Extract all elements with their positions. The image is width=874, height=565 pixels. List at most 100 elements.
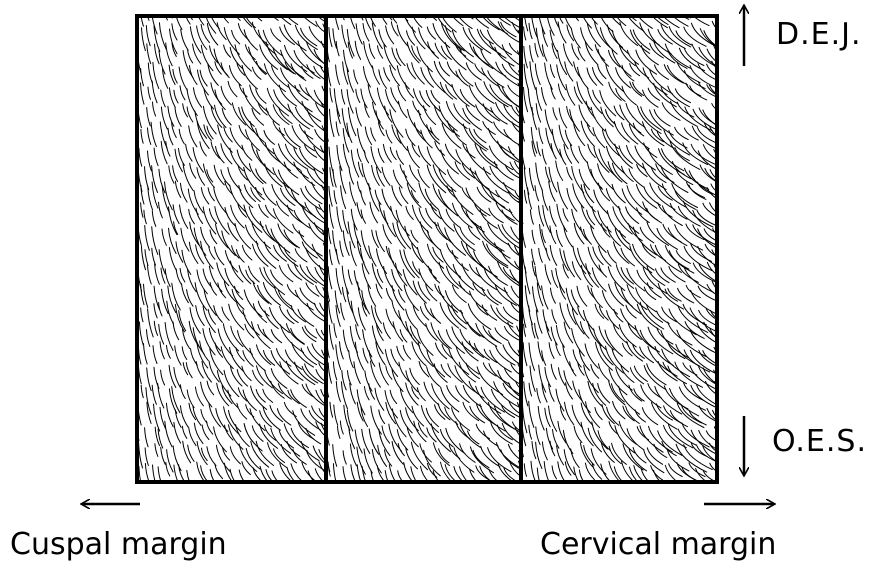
prism-stroke — [606, 65, 624, 92]
prism-stroke — [661, 25, 685, 49]
prism-stroke — [626, 103, 645, 127]
prism-stroke — [591, 449, 606, 475]
prism-stroke — [256, 441, 273, 465]
prism-stroke — [601, 107, 614, 127]
prism-stroke — [523, 405, 527, 433]
prism-stroke — [620, 231, 630, 245]
prism-stroke — [572, 7, 578, 21]
prism-stroke — [392, 286, 404, 311]
prism-stroke — [364, 449, 372, 473]
prism-stroke — [147, 108, 151, 126]
prism-stroke — [468, 227, 479, 240]
prism-stroke — [542, 442, 547, 460]
prism-stroke — [682, 423, 709, 447]
prism-stroke — [148, 187, 153, 210]
prism-stroke — [232, 30, 240, 44]
prism-stroke — [180, 268, 185, 282]
prism-stroke — [194, 423, 203, 444]
prism-stroke — [347, 90, 353, 114]
prism-stroke — [452, 305, 467, 324]
prism-stroke — [581, 422, 593, 446]
prism-stroke — [671, 101, 698, 126]
prism-stroke — [343, 467, 347, 482]
prism-stroke — [529, 168, 534, 190]
prism-stroke — [193, 148, 203, 173]
prism-stroke — [198, 70, 209, 95]
prism-stroke — [556, 161, 563, 181]
prism-stroke — [249, 47, 267, 74]
prism-stroke — [591, 365, 599, 379]
cervical-margin-label: Cervical margin — [540, 530, 776, 560]
prism-stroke — [550, 65, 554, 78]
prism-stroke — [552, 466, 556, 479]
prism-stroke — [648, 88, 659, 100]
prism-stroke — [275, 287, 294, 311]
prism-stroke — [456, 346, 479, 374]
prism-stroke — [460, 90, 475, 107]
prism-stroke — [578, 67, 589, 88]
prism-stroke — [396, 210, 409, 235]
prism-stroke — [168, 106, 174, 126]
prism-stroke — [396, 49, 405, 66]
prism-stroke — [242, 366, 251, 380]
prism-stroke — [684, 246, 712, 270]
prism-stroke — [650, 43, 664, 58]
prism-stroke — [363, 348, 368, 363]
prism-stroke — [215, 464, 223, 479]
prism-stroke — [678, 306, 708, 333]
prism-stroke — [228, 390, 238, 408]
prism-stroke — [473, 450, 489, 467]
prism-stroke — [647, 208, 658, 220]
prism-stroke — [152, 227, 158, 255]
prism-stroke — [470, 43, 489, 65]
prism-stroke — [224, 282, 235, 302]
prism-stroke — [655, 65, 669, 80]
prism-stroke — [293, 224, 304, 236]
prism-stroke — [529, 23, 532, 39]
prism-stroke — [614, 242, 629, 264]
prism-stroke — [377, 249, 387, 274]
prism-stroke — [145, 167, 149, 190]
prism-stroke — [398, 101, 407, 117]
prism-stroke — [285, 350, 302, 369]
prism-stroke — [152, 385, 156, 404]
prism-stroke — [377, 88, 388, 115]
prism-stroke — [558, 421, 566, 443]
prism-stroke — [153, 62, 159, 88]
prism-stroke — [529, 425, 532, 439]
prism-stroke — [531, 128, 537, 154]
prism-stroke — [410, 368, 420, 384]
prism-stroke — [579, 146, 587, 162]
prism-stroke — [403, 345, 411, 359]
prism-stroke — [372, 450, 381, 474]
prism-stroke — [274, 449, 285, 463]
prism-stroke — [343, 211, 348, 234]
prism-stroke — [502, 210, 517, 224]
prism-stroke — [530, 210, 533, 224]
prism-stroke — [369, 44, 375, 59]
prism-stroke — [333, 445, 337, 467]
prism-stroke — [427, 147, 445, 175]
prism-stroke — [222, 109, 231, 126]
prism-stroke — [454, 129, 467, 145]
prism-stroke — [260, 268, 275, 288]
prism-stroke — [139, 443, 143, 468]
prism-stroke — [330, 109, 335, 136]
prism-stroke — [166, 43, 173, 66]
prism-stroke — [658, 186, 672, 200]
prism-stroke — [295, 290, 313, 310]
prism-stroke — [648, 327, 673, 354]
prism-stroke — [265, 164, 282, 187]
prism-stroke — [144, 210, 147, 223]
prism-stroke — [280, 27, 295, 45]
prism-stroke — [538, 406, 544, 430]
prism-stroke — [168, 128, 173, 145]
prism-stroke — [141, 385, 143, 397]
prism-stroke — [391, 22, 398, 36]
prism-stroke — [224, 45, 231, 57]
prism-stroke — [347, 410, 352, 431]
prism-stroke — [291, 329, 304, 344]
prism-stroke — [496, 203, 514, 221]
prism-stroke — [169, 365, 176, 387]
prism-stroke — [364, 151, 368, 163]
